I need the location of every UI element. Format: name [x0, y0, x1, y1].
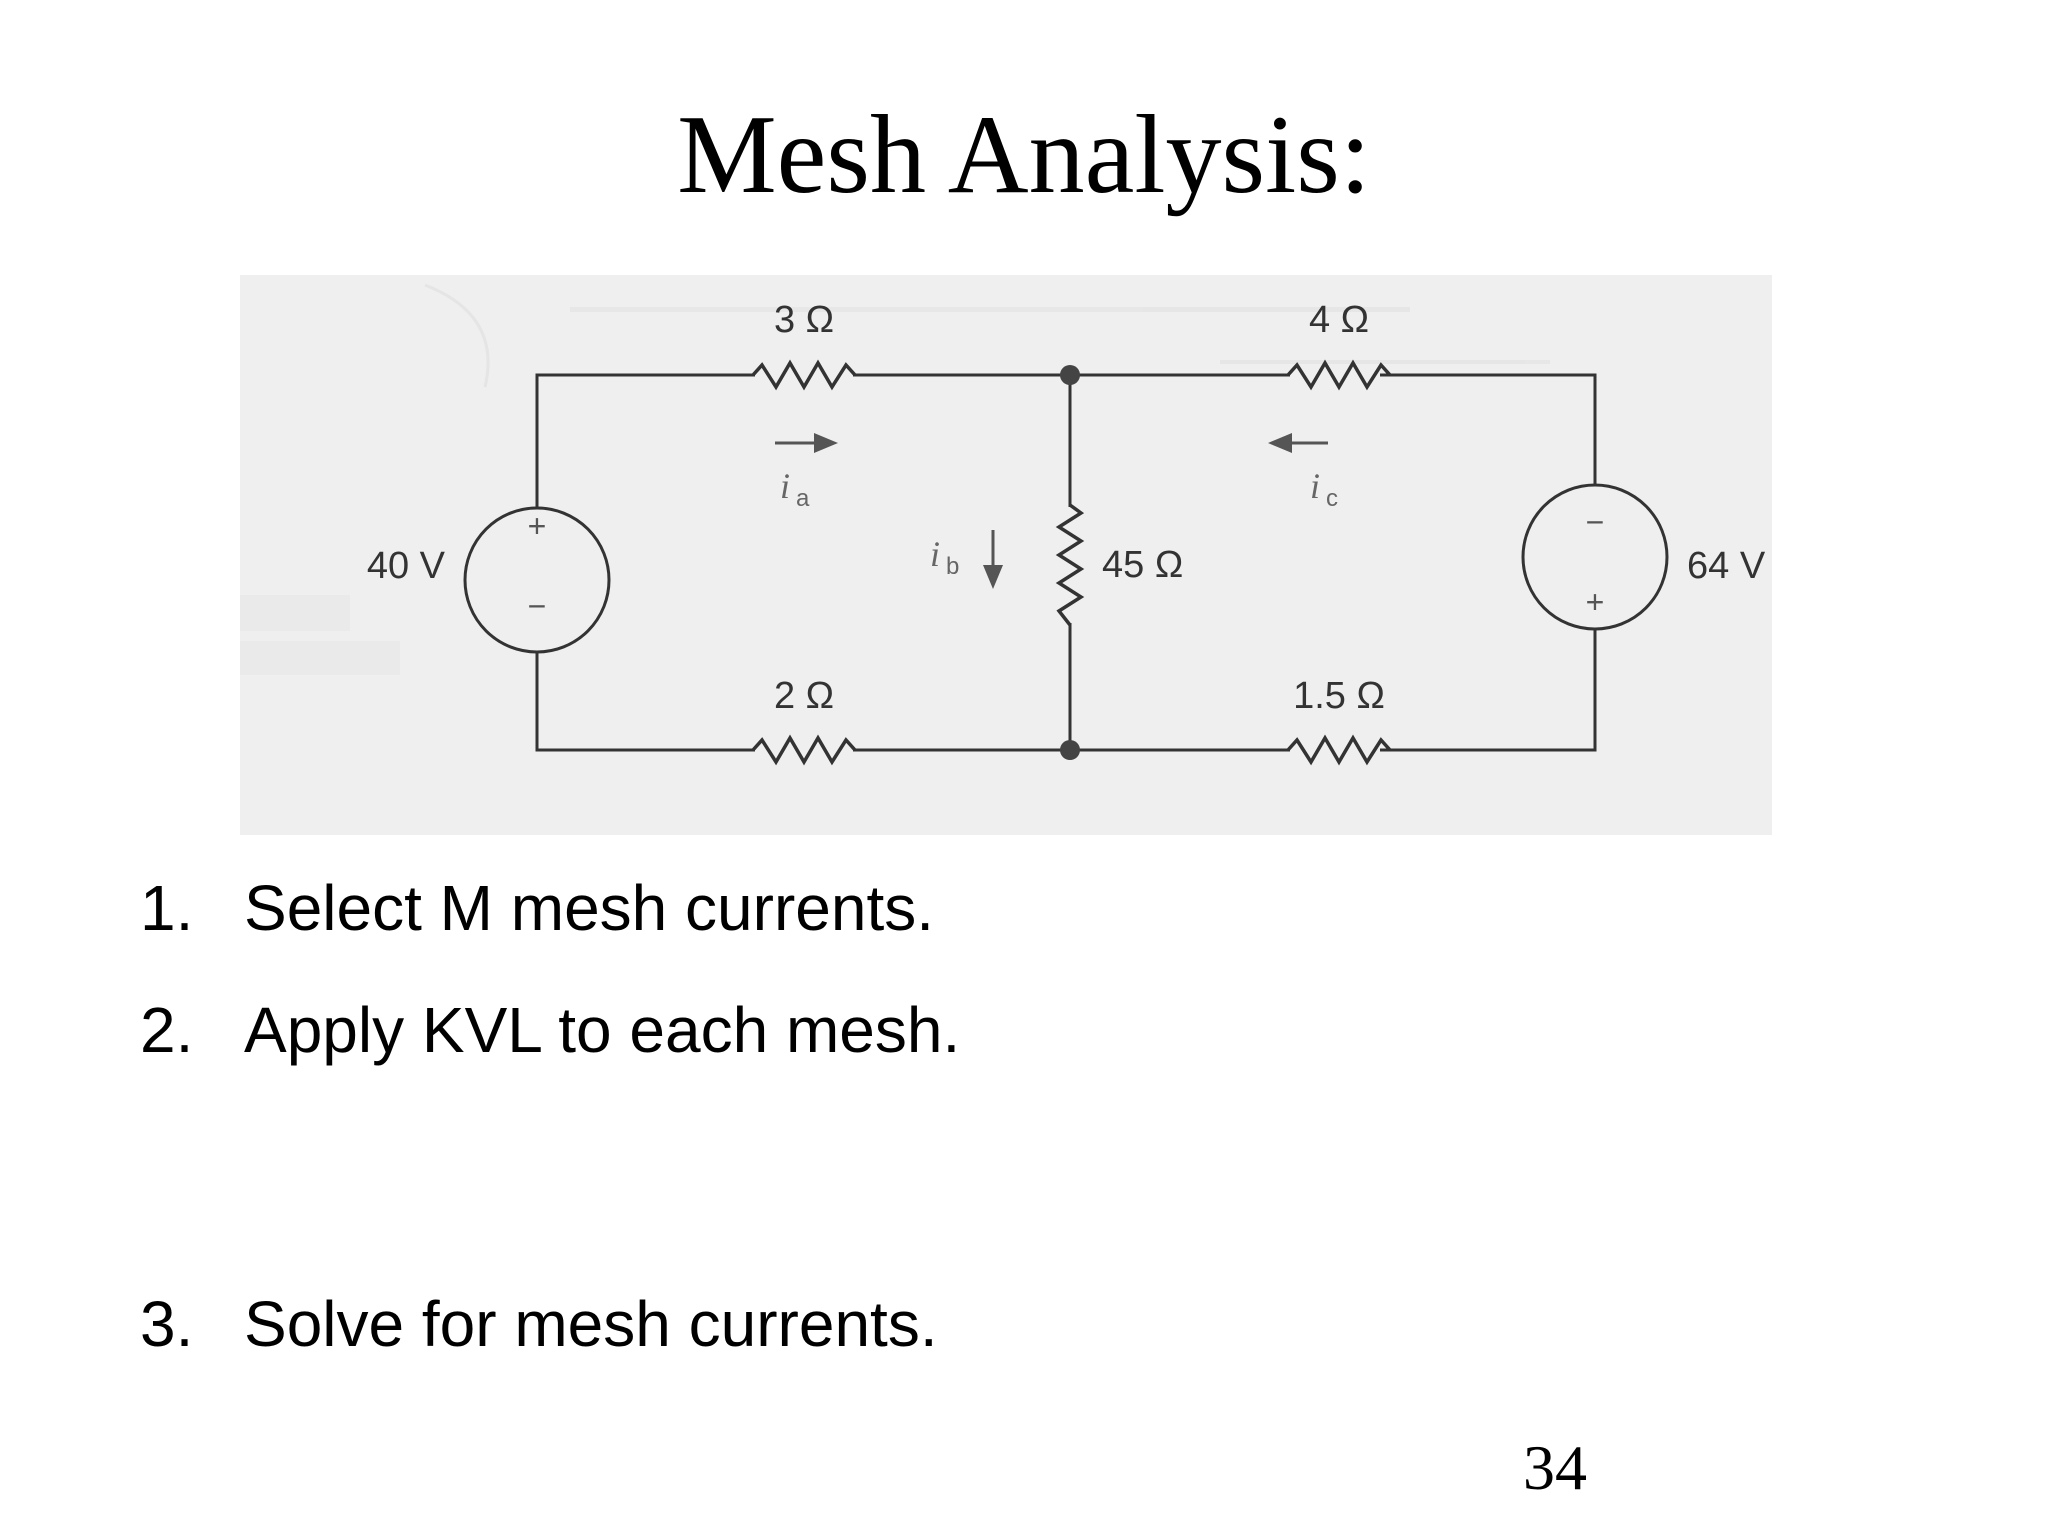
- scan-bleed-marks: [240, 283, 1550, 675]
- step-item: 1. Select M mesh currents.: [140, 868, 1840, 948]
- resistor-bottom-left-label: 2 Ω: [774, 675, 834, 717]
- voltage-source-left: + −: [463, 506, 611, 654]
- step-item: 2. Apply KVL to each mesh.: [140, 990, 1840, 1070]
- source-left-top-sign: +: [528, 508, 547, 544]
- circuit-wires: [535, 373, 1597, 752]
- source-left-bottom-sign: −: [528, 588, 547, 624]
- page-number: 34: [1523, 1432, 1587, 1503]
- source-right-bottom-sign: +: [1586, 584, 1605, 620]
- resistor-top-left: [751, 359, 857, 391]
- step-text: Apply KVL to each mesh.: [244, 994, 961, 1066]
- voltage-source-right: − +: [1521, 483, 1669, 631]
- source-right-label: 64 V: [1687, 545, 1766, 587]
- resistor-bottom-right-label: 1.5 Ω: [1293, 675, 1385, 717]
- current-a-arrow: [775, 433, 838, 453]
- source-right-top-sign: −: [1586, 504, 1605, 540]
- resistor-middle-label: 45 Ω: [1102, 544, 1183, 586]
- step-text: Solve for mesh currents.: [244, 1288, 938, 1360]
- step-number: 1.: [140, 872, 194, 944]
- junction-node-bottom: [1060, 740, 1080, 760]
- resistor-top-right-label: 4 Ω: [1309, 299, 1369, 341]
- slide-title: Mesh Analysis:: [677, 93, 1371, 217]
- step-text: Select M mesh currents.: [244, 872, 934, 944]
- source-left-label: 40 V: [367, 545, 446, 587]
- junction-node-top: [1060, 365, 1080, 385]
- resistor-bottom-right: [1286, 734, 1392, 766]
- step-number: 2.: [140, 994, 194, 1066]
- step-number: 3.: [140, 1288, 194, 1360]
- circuit-diagram: + − − + 3 Ω 4 Ω 2 Ω 1.5 Ω 45 Ω 40 V 64 V: [240, 283, 1766, 766]
- resistor-top-left-label: 3 Ω: [774, 299, 834, 341]
- resistor-middle: [1055, 503, 1085, 627]
- step-item: 3. Solve for mesh currents.: [140, 1284, 1840, 1364]
- resistor-top-right: [1286, 359, 1392, 391]
- circuit-figure: + − − + 3 Ω 4 Ω 2 Ω 1.5 Ω 45 Ω 40 V 64 V: [240, 275, 1772, 835]
- resistor-bottom-left: [751, 734, 857, 766]
- current-b-arrow: [983, 530, 1003, 589]
- current-c-arrow: [1268, 433, 1328, 453]
